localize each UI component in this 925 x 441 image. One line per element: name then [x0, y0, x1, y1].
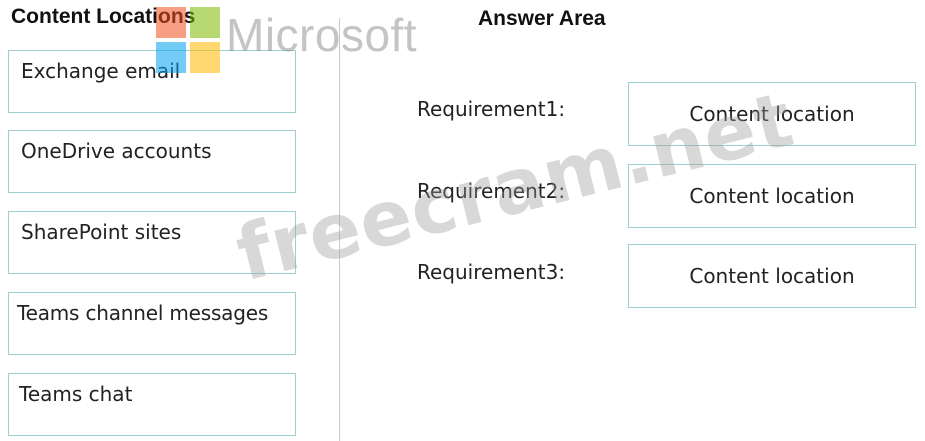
content-location-exchange-email[interactable]: Exchange email	[8, 50, 296, 113]
requirement-2-label: Requirement2:	[417, 179, 566, 203]
content-location-teams-chat[interactable]: Teams chat	[8, 373, 296, 436]
requirement-3-label: Requirement3:	[417, 260, 566, 284]
panel-divider	[339, 18, 340, 441]
content-location-onedrive-accounts[interactable]: OneDrive accounts	[8, 130, 296, 193]
requirement-2-drop-target[interactable]: Content location	[628, 164, 916, 228]
content-locations-heading: Content Locations	[11, 5, 196, 28]
requirement-3-drop-target[interactable]: Content location	[628, 244, 916, 308]
requirement-1-label: Requirement1:	[417, 97, 566, 121]
content-location-sharepoint-sites[interactable]: SharePoint sites	[8, 211, 296, 274]
answer-area-heading: Answer Area	[478, 7, 606, 30]
content-location-teams-channel-messages[interactable]: Teams channel messages	[8, 292, 296, 355]
requirement-1-drop-target[interactable]: Content location	[628, 82, 916, 146]
